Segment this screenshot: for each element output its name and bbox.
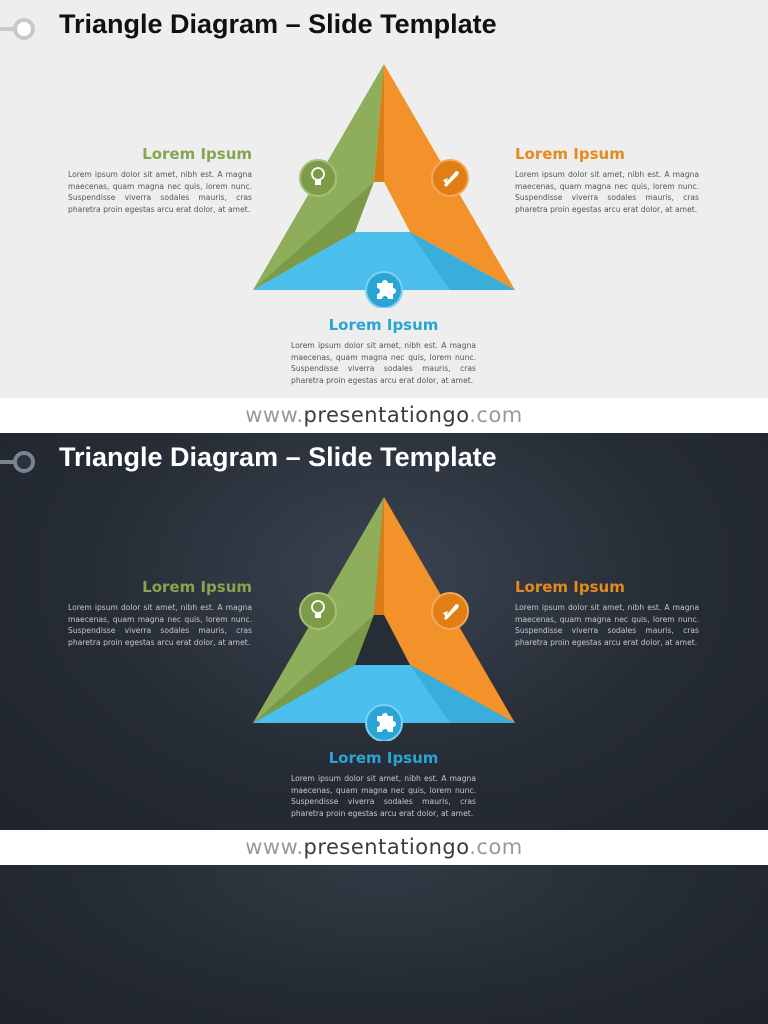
triangle-segment-blue-shade	[410, 232, 515, 290]
rocket-icon	[431, 159, 469, 197]
footer-prefix: www.	[245, 835, 304, 859]
block-heading: Lorem Ipsum	[515, 578, 625, 596]
triangle-segment-green-shade	[253, 615, 374, 723]
lightbulb-icon	[299, 159, 337, 197]
footer-prefix: www.	[245, 403, 304, 427]
text-block-right: Lorem Ipsum Lorem ipsum dolor sit amet, …	[515, 578, 699, 648]
key-icon	[0, 18, 35, 40]
text-block-right: Lorem Ipsum Lorem ipsum dolor sit amet, …	[515, 145, 699, 215]
slide-dark: Triangle Diagram – Slide Template Lorem …	[0, 433, 768, 831]
block-heading: Lorem Ipsum	[142, 578, 252, 596]
footer-url[interactable]: www.presentationgo.com	[0, 830, 768, 865]
triangle-diagram	[253, 64, 515, 308]
lightbulb-icon	[299, 592, 337, 630]
rocket-icon	[431, 592, 469, 630]
block-body: Lorem ipsum dolor sit amet, nibh est. A …	[291, 774, 476, 818]
triangle-diagram	[253, 497, 515, 741]
text-block-bottom: Lorem Ipsum Lorem ipsum dolor sit amet, …	[291, 749, 476, 819]
footer-brand: presentationgo	[303, 835, 470, 859]
text-block-left: Lorem Ipsum Lorem ipsum dolor sit amet, …	[68, 578, 252, 648]
text-block-bottom: Lorem Ipsum Lorem ipsum dolor sit amet, …	[291, 316, 476, 386]
block-body: Lorem ipsum dolor sit amet, nibh est. A …	[515, 603, 699, 647]
footer-suffix: .com	[469, 403, 523, 427]
block-heading: Lorem Ipsum	[328, 749, 439, 767]
block-heading: Lorem Ipsum	[328, 316, 439, 334]
triangle-segment-orange-shade	[374, 497, 384, 615]
triangle-center-hole	[355, 615, 410, 665]
block-body: Lorem ipsum dolor sit amet, nibh est. A …	[68, 170, 252, 214]
key-icon	[0, 451, 35, 473]
triangle-segment-blue-shade	[410, 665, 515, 723]
footer-url[interactable]: www.presentationgo.com	[0, 398, 768, 433]
text-block-left: Lorem Ipsum Lorem ipsum dolor sit amet, …	[68, 145, 252, 215]
slide-title: Triangle Diagram – Slide Template	[59, 9, 497, 39]
footer-brand: presentationgo	[303, 403, 470, 427]
empty-dark-background	[0, 865, 768, 1024]
puzzle-icon	[365, 704, 403, 741]
slide-light: Triangle Diagram – Slide Template Lorem …	[0, 0, 768, 398]
triangle-segment-orange-shade	[374, 64, 384, 182]
triangle-segment-green-shade	[253, 182, 374, 290]
slide-title: Triangle Diagram – Slide Template	[59, 442, 497, 472]
block-body: Lorem ipsum dolor sit amet, nibh est. A …	[515, 170, 699, 214]
block-body: Lorem ipsum dolor sit amet, nibh est. A …	[68, 603, 252, 647]
block-heading: Lorem Ipsum	[515, 145, 625, 163]
puzzle-icon	[365, 271, 403, 308]
block-body: Lorem ipsum dolor sit amet, nibh est. A …	[291, 341, 476, 385]
footer-suffix: .com	[469, 835, 523, 859]
block-heading: Lorem Ipsum	[142, 145, 252, 163]
triangle-center-hole	[355, 182, 410, 232]
